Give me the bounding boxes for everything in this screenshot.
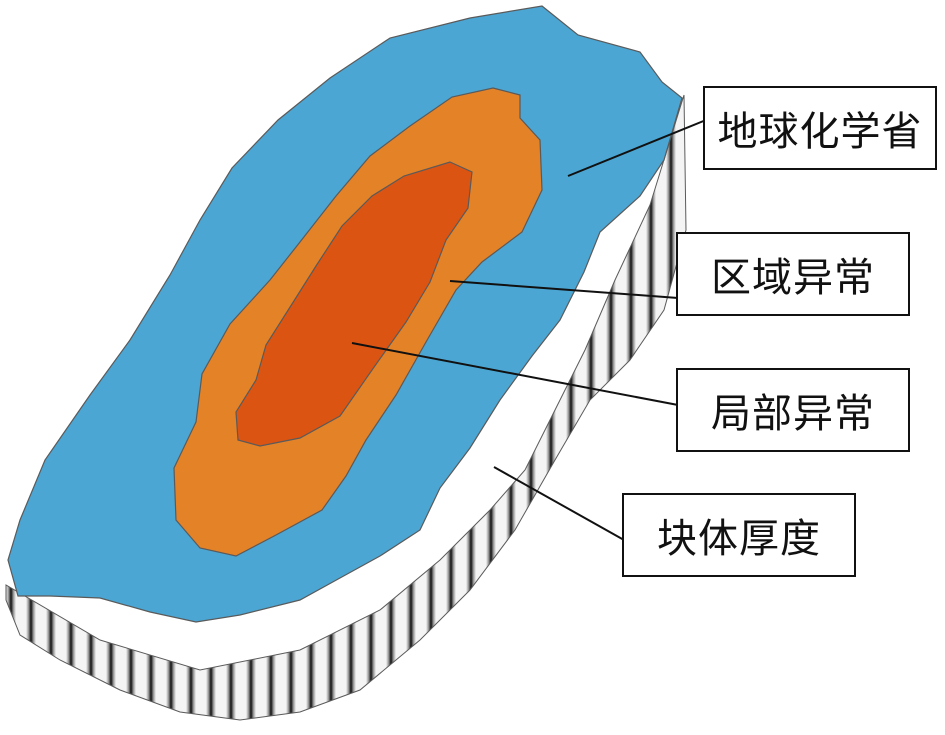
leader-line-regional bbox=[449, 280, 679, 299]
label-local-anomaly: 局部异常 bbox=[676, 368, 910, 452]
leader-line-province bbox=[567, 119, 707, 177]
local-anomaly-area bbox=[235, 161, 473, 447]
leader-line-local bbox=[351, 342, 679, 406]
leader-line-thickness bbox=[493, 466, 625, 541]
label-regional-anomaly: 区域异常 bbox=[676, 232, 910, 316]
label-block-thickness: 块体厚度 bbox=[622, 493, 856, 577]
label-geochemical-province: 地球化学省 bbox=[703, 86, 937, 170]
block-side-face bbox=[5, 94, 687, 721]
